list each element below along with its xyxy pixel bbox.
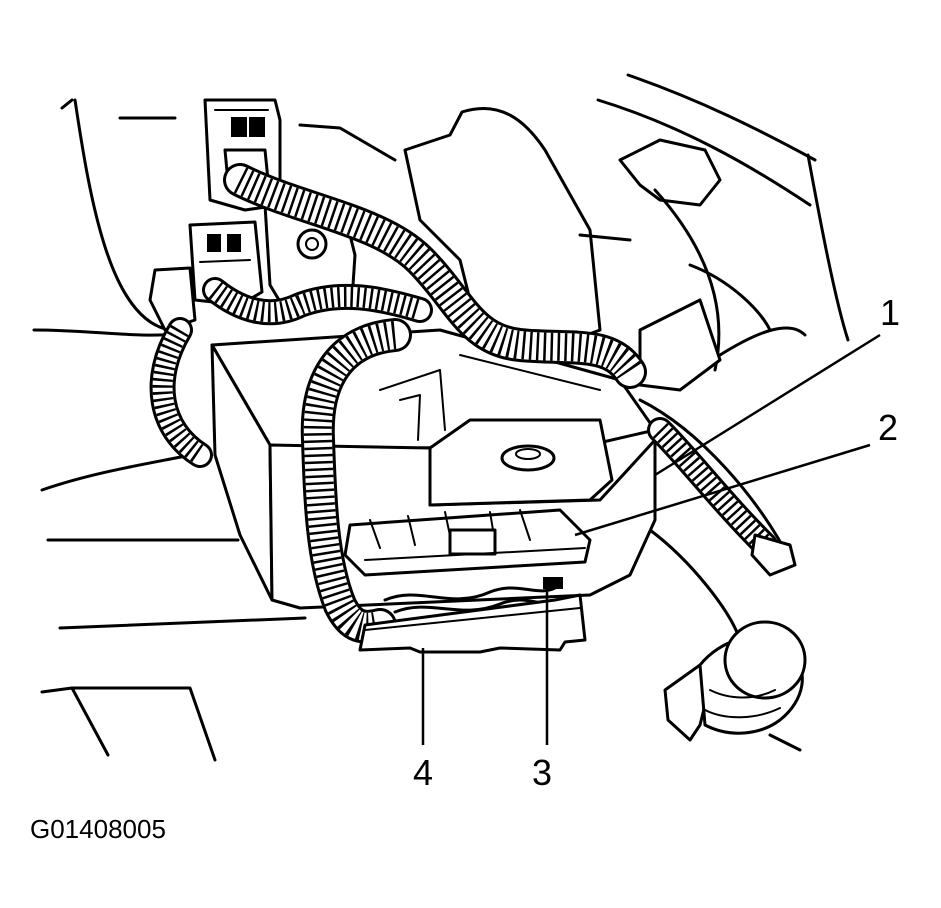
coiled-harness: [149, 317, 213, 468]
main-harness-loop: [300, 318, 412, 644]
callout-leaders: [421, 333, 881, 745]
upper-harness-run: [202, 163, 647, 389]
leader-1: [654, 333, 881, 477]
callout-3: 3: [532, 752, 552, 793]
upper-right-bracket: [403, 106, 772, 392]
connector-retainer: [358, 593, 587, 654]
callout-4: 4: [413, 752, 433, 793]
background-structure: [32, 73, 850, 762]
callout-2: 2: [878, 407, 898, 448]
electrical-connector: [343, 508, 592, 577]
callout-1: 1: [880, 292, 900, 333]
lower-right-knob: [663, 620, 807, 742]
callout-labels: 1 2 3 4: [413, 292, 900, 793]
figure-id: G01408005: [30, 814, 166, 844]
right-stalk: [647, 417, 797, 577]
leader-2: [574, 443, 871, 537]
